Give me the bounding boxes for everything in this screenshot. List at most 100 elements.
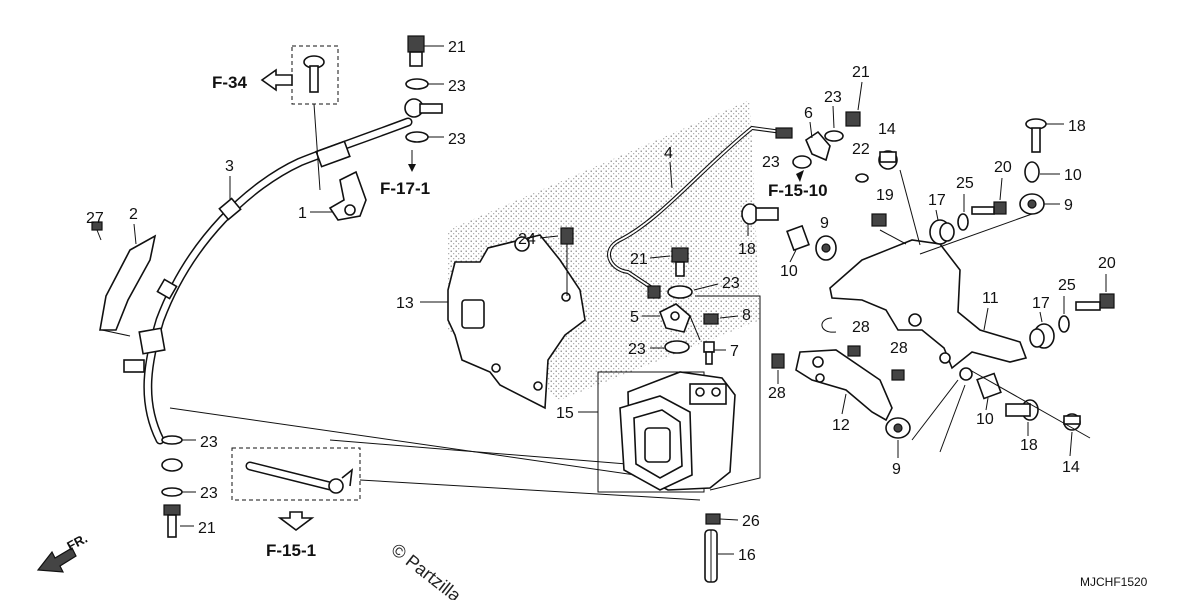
bolt-18-b <box>1025 118 1047 153</box>
callout-18-b: 18 <box>1068 118 1086 135</box>
callout-23-b: 23 <box>448 131 466 148</box>
brake-pipe-4 <box>607 125 793 299</box>
washer-22 <box>855 173 869 183</box>
diagram-code: MJCHF1520 <box>1080 575 1148 589</box>
callout-10-c: 10 <box>976 411 994 428</box>
mount-bracket-12 <box>795 349 893 422</box>
callout-23-g: 23 <box>722 275 740 292</box>
sensor-16 <box>704 529 718 583</box>
reference-f34: F-34 <box>212 73 248 92</box>
callout-9-c: 9 <box>892 461 901 478</box>
mount-bracket-11 <box>821 239 1028 381</box>
callout-27: 27 <box>86 210 104 227</box>
callout-10-b: 10 <box>1064 167 1082 184</box>
banjo-lower-left <box>161 435 183 538</box>
callout-14-b: 14 <box>1062 459 1080 476</box>
callout-12: 12 <box>832 417 850 434</box>
bleeder-7 <box>703 341 715 365</box>
banjo-5 <box>658 303 691 333</box>
callout-7: 7 <box>730 343 739 360</box>
arrow-f15-1 <box>277 511 315 531</box>
callout-1: 1 <box>298 205 307 222</box>
callout-16: 16 <box>738 547 756 564</box>
arrow-f34 <box>260 68 293 92</box>
brake-hose-3 <box>123 117 413 445</box>
hose-clamp-1 <box>328 170 367 221</box>
callout-17-b: 17 <box>1032 295 1050 312</box>
grommet-9-b <box>1019 193 1045 215</box>
grommet-17-b <box>1029 323 1055 349</box>
bolt-18-c <box>1005 399 1039 421</box>
callout-26: 26 <box>742 513 760 530</box>
abs-modulator-15 <box>619 371 736 491</box>
callout-21-d: 21 <box>630 251 648 268</box>
callout-6: 6 <box>804 105 813 122</box>
washer-23-abs-low <box>664 340 690 354</box>
callout-23-h: 23 <box>628 341 646 358</box>
watermark: © Partzilla <box>388 539 466 600</box>
f15-1-box <box>231 447 361 501</box>
callout-23-c: 23 <box>200 434 218 451</box>
callout-2: 2 <box>129 206 138 223</box>
bolt-28-a <box>847 345 861 357</box>
callout-28-c: 28 <box>768 385 786 402</box>
brake-pipe-f15-1 <box>245 461 354 494</box>
washer-23-mid <box>405 131 429 143</box>
bolt-in-box <box>303 55 325 93</box>
reference-f15-10: F-15-10 <box>768 181 828 200</box>
callout-4: 4 <box>664 145 673 162</box>
callout-3: 3 <box>225 158 234 175</box>
bolt-24 <box>560 227 574 296</box>
callout-24: 24 <box>518 231 536 248</box>
callout-17-a: 17 <box>928 192 946 209</box>
callout-10-a: 10 <box>780 263 798 280</box>
callout-21-c: 21 <box>852 64 870 81</box>
callout-21-a: 21 <box>448 39 466 56</box>
bolt-28-b <box>891 369 905 381</box>
callout-20-a: 20 <box>994 159 1012 176</box>
callout-28-a: 28 <box>852 319 870 336</box>
front-direction-arrow <box>36 547 77 573</box>
callout-14-a: 14 <box>878 121 896 138</box>
callout-9-a: 9 <box>820 215 829 232</box>
bolt-20-b <box>1075 293 1115 311</box>
callout-9-b: 9 <box>1064 197 1073 214</box>
reference-f17-1: F-17-1 <box>380 179 430 198</box>
callout-8: 8 <box>742 307 751 324</box>
arrow-f17 <box>408 164 416 172</box>
reference-f15-1: F-15-1 <box>266 541 316 560</box>
callout-28-b: 28 <box>890 340 908 357</box>
collar-10-b <box>1024 161 1040 183</box>
clip-26 <box>705 513 721 525</box>
washer-23-top <box>405 78 429 90</box>
callout-15: 15 <box>556 405 574 422</box>
collar-14-a <box>878 150 898 170</box>
bolt-28-c <box>771 353 785 369</box>
callout-21-b: 21 <box>198 520 216 537</box>
callout-20-b: 20 <box>1098 255 1116 272</box>
hose-guide-2 <box>99 234 157 337</box>
callout-22: 22 <box>852 141 870 158</box>
collar-10-a <box>786 224 810 252</box>
collar-10-c <box>976 372 1002 400</box>
bolt-18-a <box>741 203 779 225</box>
grommet-9-c <box>885 417 911 439</box>
callout-19: 19 <box>876 187 894 204</box>
callout-25-b: 25 <box>1058 277 1076 294</box>
callout-5: 5 <box>630 309 639 326</box>
bolt-21-abs <box>671 247 689 277</box>
bolt-8 <box>703 313 719 325</box>
callout-25-a: 25 <box>956 175 974 192</box>
callout-11: 11 <box>982 290 999 307</box>
callout-23-e: 23 <box>824 89 842 106</box>
arrow-f15-10 <box>796 170 804 182</box>
bolt-19 <box>871 213 887 227</box>
callout-23-f: 23 <box>762 154 780 171</box>
washer-25-a <box>957 213 969 231</box>
bolt-21-top <box>407 35 425 67</box>
bolt-20-a <box>971 201 1007 215</box>
callout-23-a: 23 <box>448 78 466 95</box>
hose-joint-top <box>404 98 443 118</box>
callout-23-d: 23 <box>200 485 218 502</box>
bolt-27 <box>91 221 103 241</box>
